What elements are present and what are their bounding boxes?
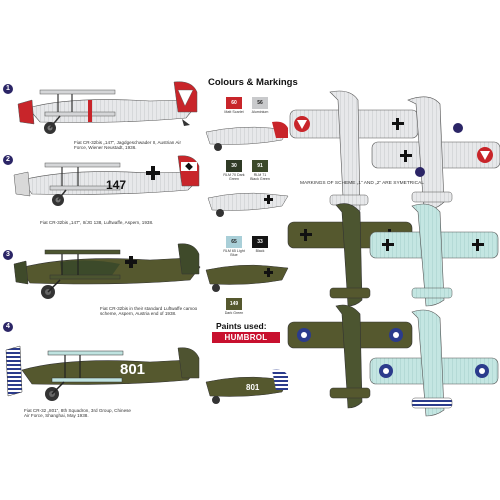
profile-4-badge: 4 xyxy=(3,322,13,332)
badge-scheme-2 xyxy=(415,167,425,177)
profile-4-aircraft xyxy=(5,345,200,401)
detail-profile-silver-1 xyxy=(205,121,289,151)
profile-3-caption: Fiat CR-32bis in their standard Luftwaff… xyxy=(100,306,197,317)
paint-chip-33: 33 xyxy=(252,236,268,248)
paint-chip-60: 60 xyxy=(226,97,242,109)
plan-view-silver-top xyxy=(289,90,419,217)
plan-view-blue-bottom xyxy=(369,203,499,307)
profile-3-aircraft xyxy=(13,243,201,299)
caption-line: scheme, Aspern, Austria end of 1938. xyxy=(100,311,177,317)
caption-line: Fiat CR-32bis „147“, Jagdgeschwader II, … xyxy=(74,140,181,145)
symmetry-note: MARKINGS OF SCHEME „1“ AND „2“ ARE SYMET… xyxy=(300,181,424,186)
paint-name-60: Matt Scarlet xyxy=(224,110,244,114)
detail-profile-silver-2 xyxy=(207,192,289,217)
profile-2-aircraft xyxy=(13,155,200,206)
plan-view-silver-bottom xyxy=(371,96,500,211)
caption-line: Force, Wiener Neustadt, 1936. xyxy=(74,145,137,151)
caption-line: Fiat CR-32bis „147“, II/JG 138, Luftwaff… xyxy=(40,220,154,225)
detail-profile-olive xyxy=(205,264,289,292)
paint-chip-65: 65 xyxy=(226,236,242,248)
code-801-label: 801 xyxy=(120,361,146,378)
code-801-small-label: 801 xyxy=(246,383,260,392)
profile-2-badge: 2 xyxy=(3,155,13,165)
page-title: Colours & Markings xyxy=(208,77,298,88)
plan-view-chinese-bottom xyxy=(369,309,499,417)
profile-3-badge: 3 xyxy=(3,250,13,260)
paint-chip-56: 56 xyxy=(252,97,268,109)
code-147-label: 147 xyxy=(106,178,127,192)
paint-name-65: RLM 65 Light Blue xyxy=(223,249,245,257)
caption-line: Fiat CR-32bis in their standard Luftwaff… xyxy=(100,306,198,311)
profile-2-caption: Fiat CR-32bis „147“, II/JG 138, Luftwaff… xyxy=(40,220,153,225)
paints-used-label: Paints used: xyxy=(216,321,267,331)
paint-name-30: RLM 70 Dark Green xyxy=(223,173,245,181)
paint-name-91: RLM 71 Black Green xyxy=(250,173,270,181)
paint-name-56: Aluminium xyxy=(251,110,269,114)
paint-chip-91: 91 xyxy=(252,160,268,172)
profile-1-aircraft xyxy=(17,81,198,134)
paint-chip-149: 149 xyxy=(226,298,242,310)
humbrol-logo: HUMBROL xyxy=(212,332,280,343)
caption-line: Air Force, Shanghai, May 1938. xyxy=(24,413,89,419)
paint-chip-30: 30 xyxy=(226,160,242,172)
badge-scheme-1 xyxy=(453,123,463,133)
balkenkreuz-marking xyxy=(146,166,160,180)
plan-view-chinese-top xyxy=(287,304,413,409)
caption-line: Fiat CR-32 „801“, 8th Squadron, 3rd Grou… xyxy=(24,408,131,413)
detail-profile-801 xyxy=(205,369,289,404)
paint-name-149: Dark Green xyxy=(224,311,244,315)
profile-4-caption: Fiat CR-32 „801“, 8th Squadron, 3rd Grou… xyxy=(24,408,131,419)
profile-1-badge: 1 xyxy=(3,84,13,94)
paint-name-33: Black xyxy=(255,249,265,253)
profile-1-caption: Fiat CR-32bis „147“, Jagdgeschwader II, … xyxy=(74,140,181,151)
